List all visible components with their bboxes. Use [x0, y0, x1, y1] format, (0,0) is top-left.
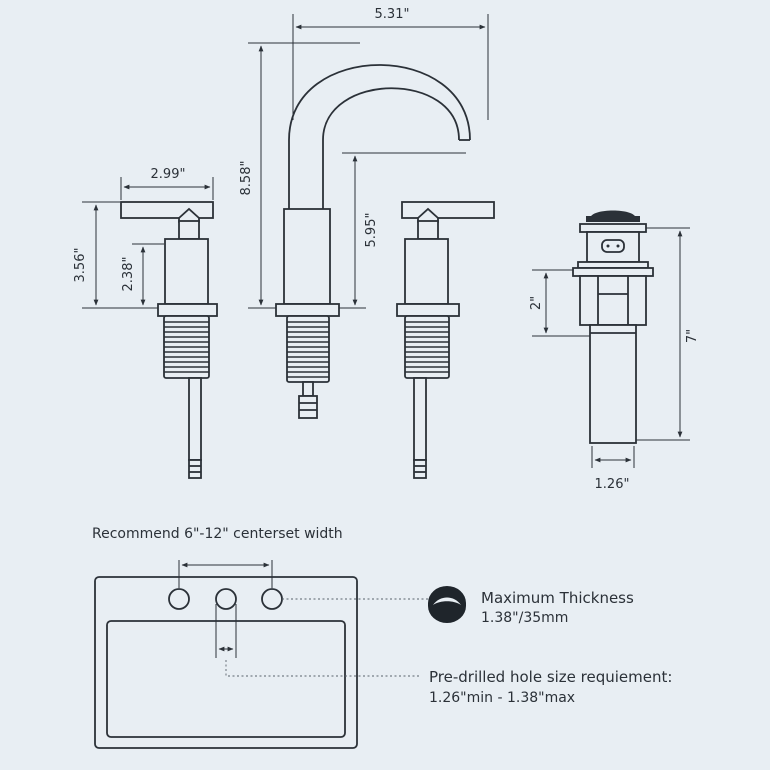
max-thickness-value: 1.38"/35mm — [481, 610, 569, 626]
sink-top-view — [94, 560, 428, 749]
hole-size-title: Pre-drilled hole size requiement: — [429, 668, 673, 686]
dimension-lines — [82, 14, 690, 468]
dim-spout-reach: 5.31" — [375, 7, 410, 22]
dimension-labels: 5.31" 8.58" 5.95" 2.99" 3.56" 2.38" 7" 2… — [73, 7, 700, 492]
centerset-note: Recommend 6"-12" centerset width — [92, 526, 343, 542]
right-handle — [396, 201, 495, 479]
dim-handle-height: 3.56" — [73, 248, 88, 283]
faucet-hole-left — [168, 588, 190, 610]
dim-handle-width: 2.99" — [151, 167, 186, 182]
dim-drain-upper: 2" — [529, 296, 544, 310]
left-handle — [120, 201, 218, 479]
thickness-icon — [428, 586, 466, 623]
hole-size-value: 1.26"min - 1.38"max — [429, 690, 576, 706]
dim-handle-base-height: 2.38" — [121, 257, 136, 292]
spout — [275, 64, 471, 419]
dim-drain-length: 7" — [685, 329, 700, 343]
dim-faucet-height: 8.58" — [239, 161, 254, 196]
faucet-hole-center — [215, 588, 237, 610]
pop-up-drain — [572, 210, 654, 444]
dim-spout-height: 5.95" — [364, 213, 379, 248]
max-thickness-title: Maximum Thickness — [481, 589, 634, 607]
dim-drain-diameter: 1.26" — [595, 477, 630, 492]
faucet-hole-right — [261, 588, 283, 610]
